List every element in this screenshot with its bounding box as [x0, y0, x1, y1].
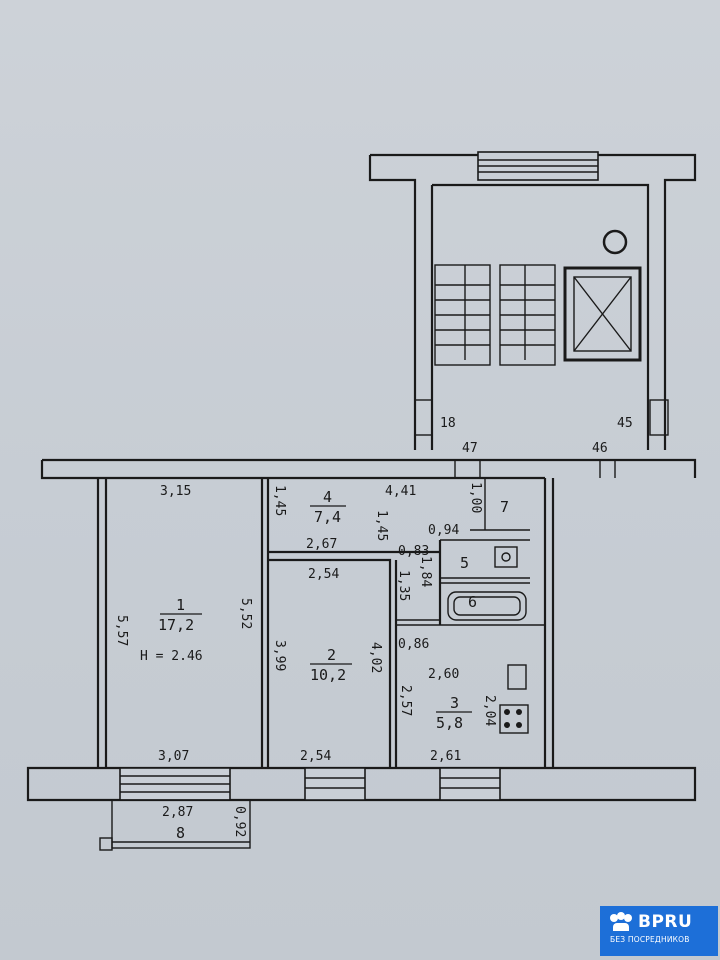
stove-icon [499, 704, 529, 734]
room-3-number: 3 [450, 694, 459, 712]
dim-room4-right: 1,45 [374, 510, 389, 541]
staircase-block: 18 45 47 46 [368, 151, 697, 456]
dim-bath-c: 1,84 [418, 556, 433, 587]
room-1-number: 1 [176, 596, 185, 614]
dim-stair-45: 45 [617, 416, 633, 431]
dim-room3-bottom: 2,61 [430, 749, 461, 764]
dim-room4-bottom: 2,67 [306, 537, 337, 552]
window-room2 [304, 767, 366, 801]
dim-stair-47: 47 [462, 441, 478, 456]
room-1-area: 17,2 [158, 616, 194, 634]
sink-icon [494, 546, 518, 568]
dim-room7: 1,00 [468, 482, 483, 513]
apartment-walls [26, 478, 697, 802]
room-3-area: 5,8 [436, 714, 463, 732]
dim-room2-bottom: 2,54 [300, 749, 331, 764]
dim-room1-right: 5,52 [238, 598, 253, 629]
drain-icon [602, 229, 628, 255]
dim-bath-b: 0,86 [398, 637, 429, 652]
dim-room3-left: 2,57 [398, 685, 413, 716]
logo-tagline: БЕЗ ПОСРЕДНИКОВ [610, 935, 690, 944]
room-4-area: 7,4 [314, 508, 341, 526]
dim-room4-left: 1,45 [272, 485, 287, 516]
balcony [99, 799, 251, 851]
dim-room1-left: 5,57 [114, 615, 129, 646]
dim-bath-e: 0,94 [428, 523, 459, 538]
bathtub-icon [447, 591, 527, 621]
corridor-wall [40, 458, 697, 768]
room-5-number: 5 [460, 554, 469, 572]
dim-balcony-depth: 0,92 [232, 806, 247, 837]
room-1-height: Н = 2.46 [140, 649, 203, 664]
dim-stair-46: 46 [592, 441, 608, 456]
dim-stair-18: 18 [440, 416, 456, 431]
room-2-area: 10,2 [310, 666, 346, 684]
room-labels: 1 17,2 Н = 2.46 2 10,2 3 5,8 4 7,4 5 6 7… [140, 488, 509, 842]
people-icon [610, 912, 632, 932]
elevator-shaft-icon [563, 266, 642, 362]
dim-room3-top: 2,60 [428, 667, 459, 682]
room-8-number: 8 [176, 824, 185, 842]
kitchen-sink-icon [507, 664, 527, 690]
room-2-number: 2 [327, 646, 336, 664]
dimension-labels: 3,15 5,57 5,52 3,07 2,54 3,99 4,02 2,54 … [114, 482, 497, 837]
logo-brand: BPRU [638, 912, 693, 932]
dim-bath-d: 1,35 [396, 570, 411, 601]
dim-bath-a: 0,83 [398, 544, 429, 559]
dim-room2-top: 2,54 [308, 567, 339, 582]
dim-room3-right: 2,04 [482, 695, 497, 726]
dim-room2-left: 3,99 [272, 640, 287, 671]
dim-room1-top: 3,15 [160, 484, 191, 499]
dim-room4-top: 4,41 [385, 484, 416, 499]
room-7-number: 7 [500, 498, 509, 516]
room-4-number: 4 [323, 488, 332, 506]
bpru-logo: BPRU БЕЗ ПОСРЕДНИКОВ [600, 906, 718, 956]
window-kitchen [439, 767, 501, 801]
interior-partitions [260, 478, 545, 768]
room-6-number: 6 [468, 593, 477, 611]
dim-balcony-width: 2,87 [162, 805, 193, 820]
dim-room2-right: 4,02 [368, 642, 383, 673]
dim-room1-bottom: 3,07 [158, 749, 189, 764]
